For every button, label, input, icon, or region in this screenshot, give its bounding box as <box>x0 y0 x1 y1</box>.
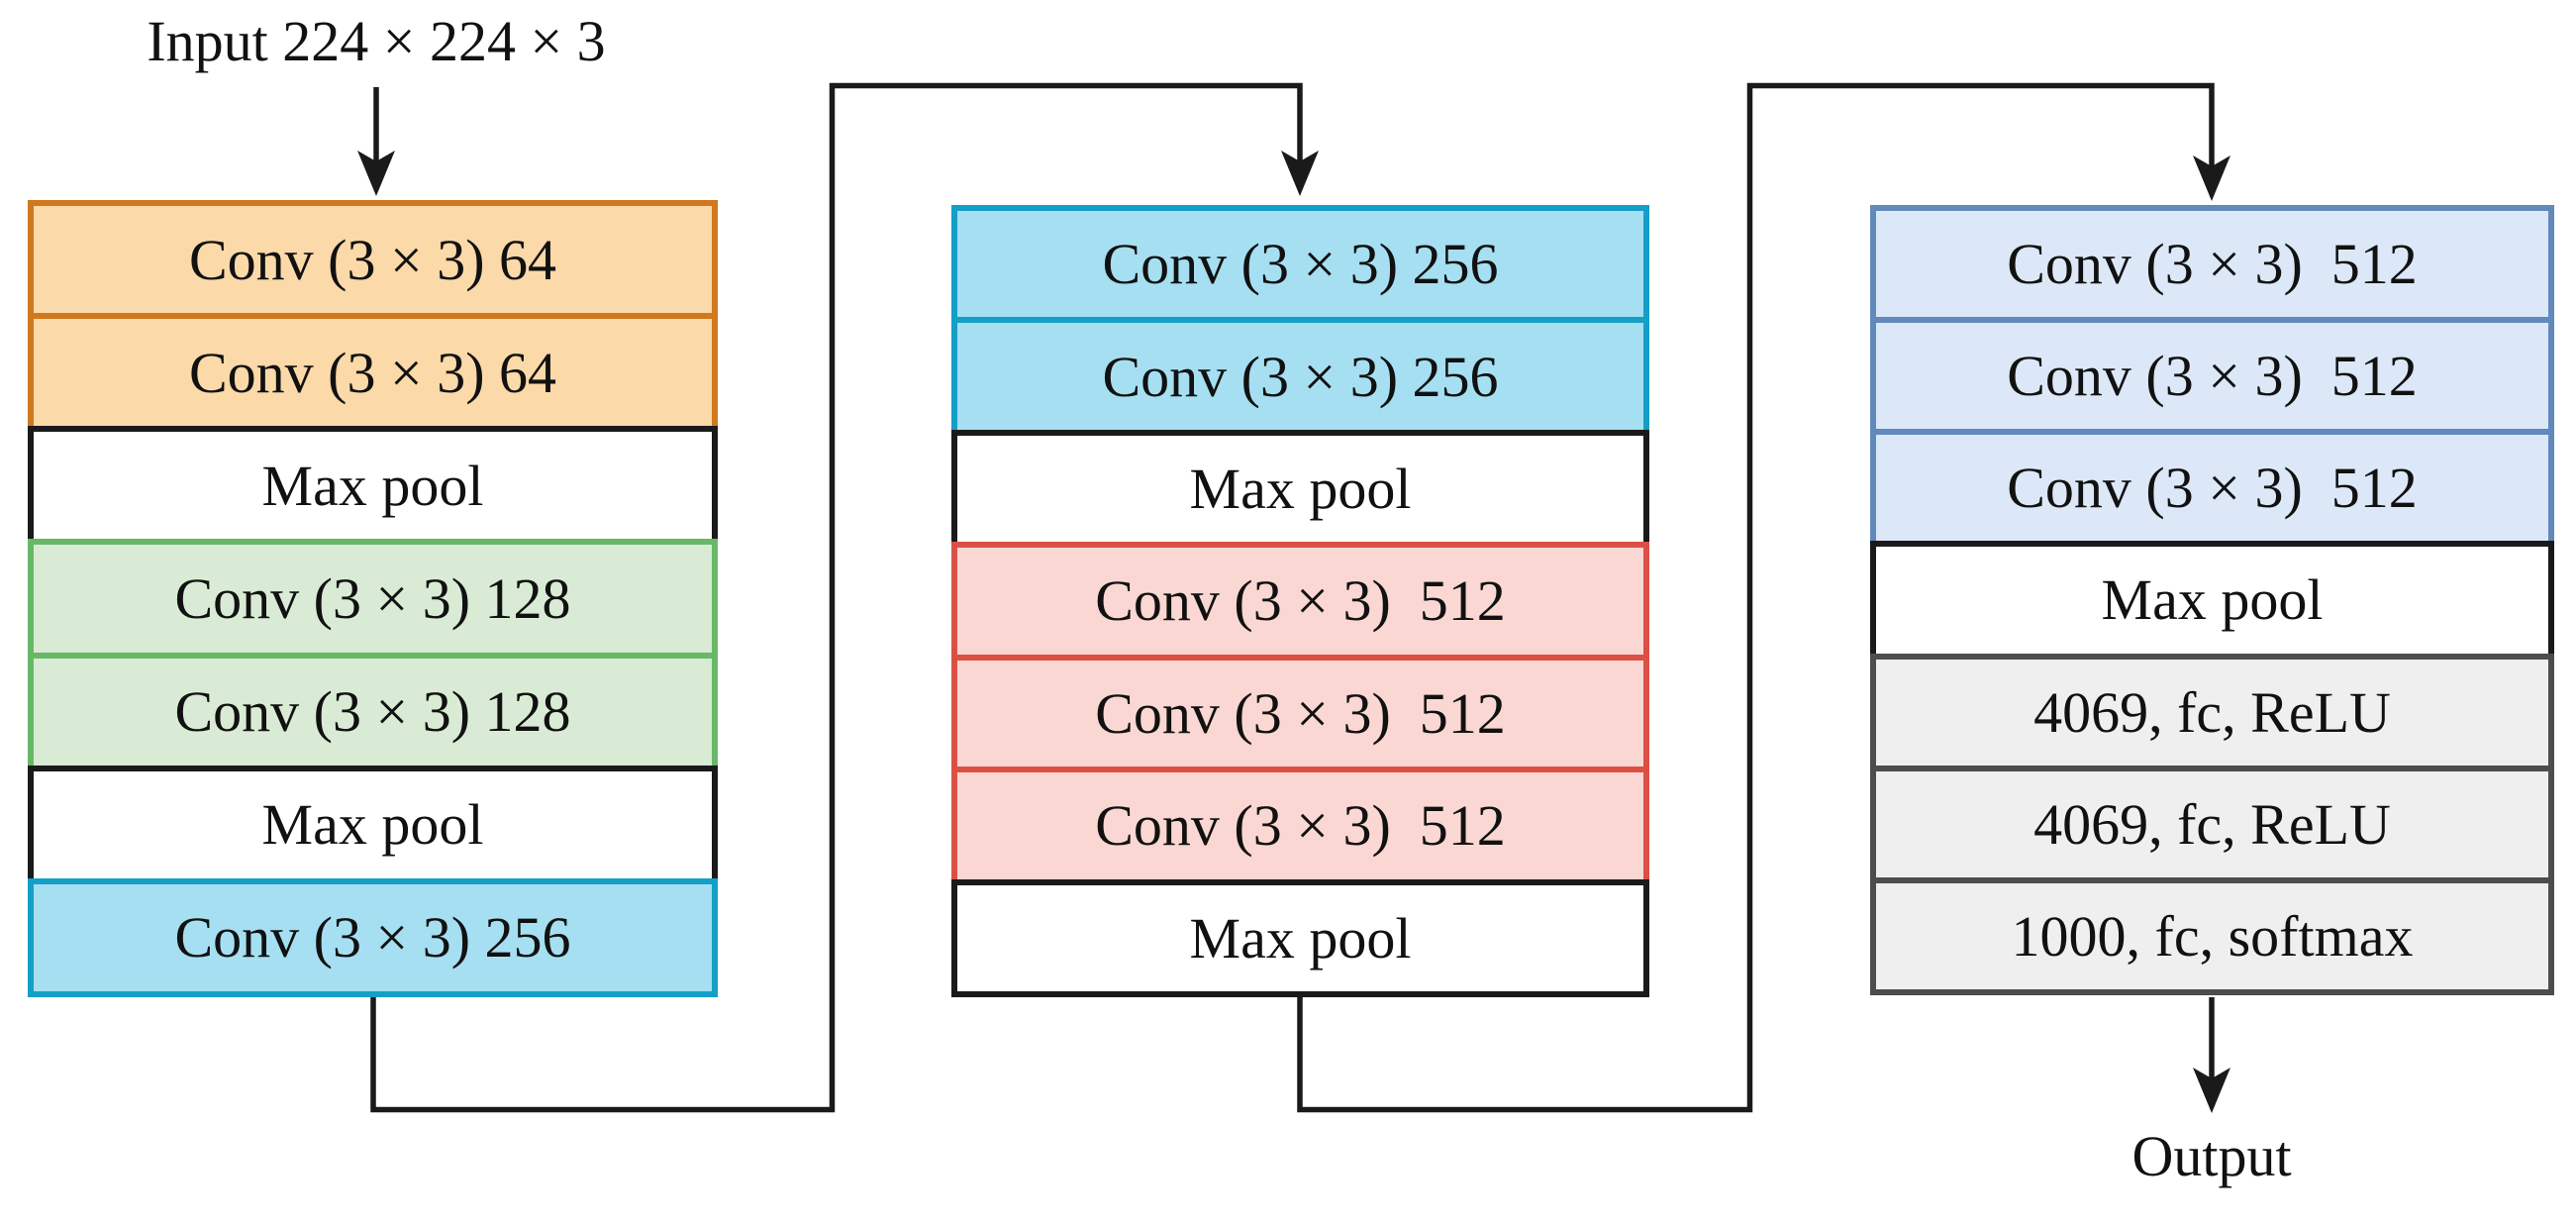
input-label: Input 224 × 224 × 3 <box>147 9 606 73</box>
connector-1-arrowhead <box>1281 151 1319 196</box>
layer-label: Conv (3 × 3) 512 <box>2007 344 2418 409</box>
layer-label: Max pool <box>261 792 484 858</box>
layer-label: Conv (3 × 3) 512 <box>1095 680 1506 746</box>
layer-label: Conv (3 × 3) 512 <box>2007 232 2418 297</box>
layer-label: 1000, fc, softmax <box>2011 903 2414 969</box>
layer-label: 4069, fc, ReLU <box>2033 791 2391 857</box>
layer-box: Max pool <box>28 426 718 546</box>
layer-label: Max pool <box>1189 457 1412 522</box>
layer-label: Conv (3 × 3) 128 <box>174 565 571 631</box>
layer-label: Conv (3 × 3) 256 <box>1102 232 1499 297</box>
layer-label: Conv (3 × 3) 512 <box>1095 793 1506 859</box>
layer-box: Conv (3 × 3) 512 <box>1870 429 2554 548</box>
connector-1-path <box>370 82 1303 1113</box>
stage-block-3: Conv (3 × 3) 512 Conv (3 × 3) 512 Conv (… <box>1870 205 2554 995</box>
layer-box: Conv (3 × 3) 128 <box>28 652 718 771</box>
layer-box: Max pool <box>28 765 718 884</box>
layer-label: Conv (3 × 3) 256 <box>1102 344 1499 409</box>
stage-block-1: Conv (3 × 3) 64 Conv (3 × 3) 64 Max pool… <box>28 200 718 997</box>
layer-box: 4069, fc, ReLU <box>1870 653 2554 771</box>
layer-box: Max pool <box>951 429 1649 549</box>
stage-block-2: Conv (3 × 3) 256 Conv (3 × 3) 256 Max po… <box>951 205 1649 997</box>
connector-2-arrowhead <box>2193 155 2230 201</box>
layer-box: Max pool <box>951 878 1649 997</box>
output-arrowhead <box>2193 1068 2230 1113</box>
layer-label: Max pool <box>261 453 484 518</box>
output-label: Output <box>2131 1124 2292 1188</box>
layer-label: Conv (3 × 3) 64 <box>188 340 557 405</box>
layer-box: Conv (3 × 3) 256 <box>28 877 718 997</box>
layer-box: Max pool <box>1870 541 2554 660</box>
layer-label: 4069, fc, ReLU <box>2033 679 2391 745</box>
connector-2-path <box>1297 82 2215 1113</box>
layer-label: Conv (3 × 3) 128 <box>174 679 571 745</box>
layer-label: Max pool <box>2101 567 2324 633</box>
layer-box: 4069, fc, ReLU <box>1870 765 2554 883</box>
layer-label: Max pool <box>1189 905 1412 971</box>
layer-box: Conv (3 × 3) 512 <box>1870 205 2554 324</box>
layer-box: Conv (3 × 3) 64 <box>28 313 718 433</box>
layer-box: Conv (3 × 3) 512 <box>951 654 1649 773</box>
input-arrowhead <box>357 151 395 196</box>
layer-label: Conv (3 × 3) 512 <box>1095 568 1506 634</box>
layer-box: Conv (3 × 3) 512 <box>951 767 1649 885</box>
layer-box: Conv (3 × 3) 256 <box>951 317 1649 436</box>
layer-box: Conv (3 × 3) 128 <box>28 539 718 659</box>
layer-label: Conv (3 × 3) 256 <box>174 905 571 971</box>
layer-box: 1000, fc, softmax <box>1870 876 2554 995</box>
layer-box: Conv (3 × 3) 64 <box>28 200 718 320</box>
layer-label: Conv (3 × 3) 512 <box>2007 456 2418 521</box>
layer-box: Conv (3 × 3) 512 <box>951 542 1649 661</box>
layer-label: Conv (3 × 3) 64 <box>188 227 557 292</box>
layer-box: Conv (3 × 3) 256 <box>951 205 1649 324</box>
layer-box: Conv (3 × 3) 512 <box>1870 317 2554 436</box>
